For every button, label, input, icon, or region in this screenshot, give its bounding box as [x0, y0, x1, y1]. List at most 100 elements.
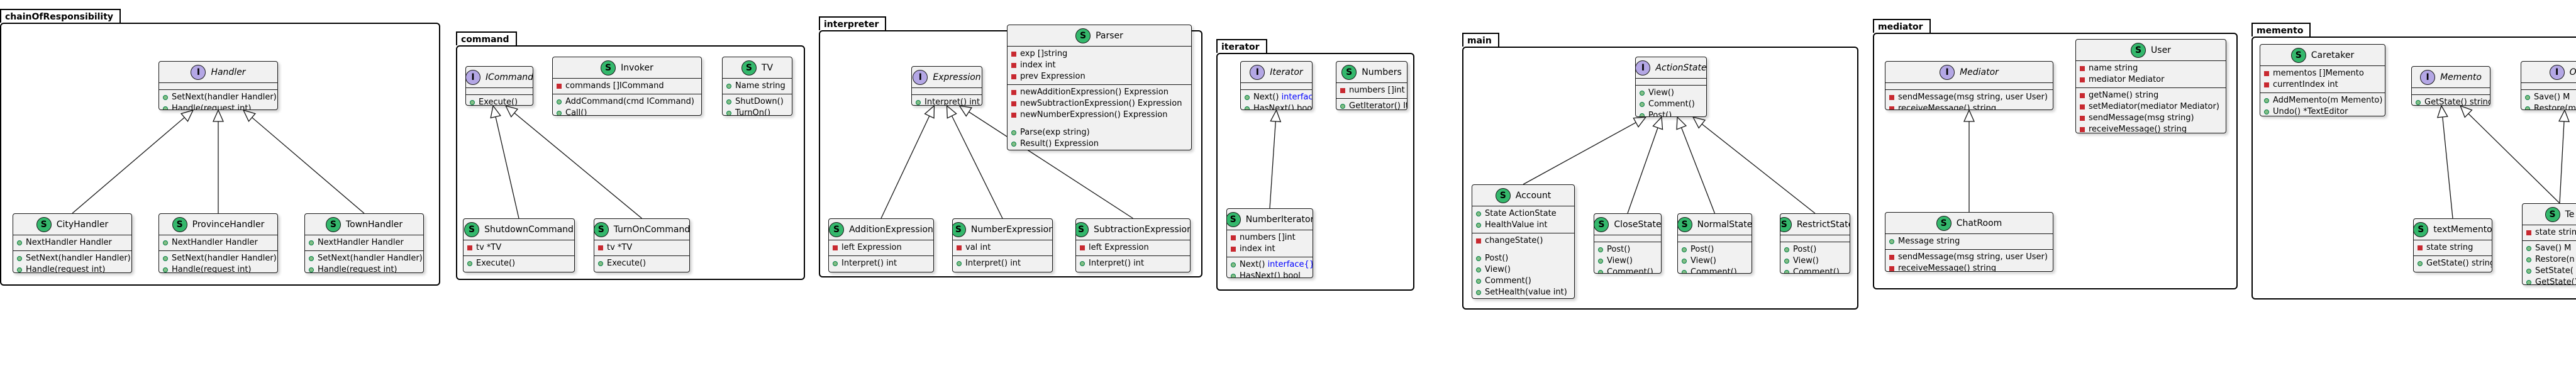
struct-badge-icon: S	[594, 221, 609, 237]
struct-badge-icon: S	[601, 60, 616, 76]
method-row: Post()	[1476, 253, 1569, 264]
field-row: HealthValue int	[1476, 220, 1569, 231]
member-text: Handle(request int)	[172, 265, 252, 273]
public-visibility-icon	[1598, 270, 1603, 273]
member-text: Message string	[1898, 237, 1960, 246]
public-visibility-icon	[1476, 223, 1481, 228]
public-visibility-icon	[1011, 142, 1016, 147]
member-text: SetNext(handler Handler)	[172, 92, 277, 102]
methods-section: Execute()	[594, 256, 689, 271]
class-name: NumberIterator	[1245, 214, 1313, 225]
method-row: HasNext() bool	[1231, 271, 1307, 277]
interface-badge-icon: I	[1636, 60, 1651, 76]
member-text: Handle(request int)	[26, 265, 106, 273]
field-row: val int	[957, 242, 1047, 254]
field-row: NextHandler Handler	[309, 237, 418, 249]
type-link[interactable]: interface{}	[1267, 260, 1313, 269]
member-text: NextHandler Handler	[172, 238, 258, 247]
public-visibility-icon	[1340, 104, 1345, 109]
member-text: GetState() string	[2426, 259, 2492, 268]
methods-section: Interpret() int	[912, 95, 982, 105]
method-row: Interpret() int	[957, 258, 1047, 269]
public-visibility-icon	[467, 261, 472, 266]
member-text: numbers []int	[1240, 233, 1296, 242]
struct-badge-icon: S	[36, 216, 52, 232]
public-visibility-icon	[557, 111, 562, 115]
class-name: NumberExpression	[970, 224, 1053, 235]
field-row: left Expression	[833, 242, 928, 254]
type-link[interactable]: interface{}	[1281, 92, 1313, 102]
member-text: name string	[2089, 64, 2138, 73]
member-text: mementos []Memento	[2273, 69, 2364, 78]
field-row: commands []ICommand	[557, 81, 696, 92]
public-visibility-icon	[957, 261, 962, 266]
public-visibility-icon	[2525, 106, 2530, 109]
methods-section: sendMessage(msg string, user User)receiv…	[1885, 250, 2053, 271]
struct-badge-icon: S	[1594, 216, 1609, 232]
member-text: newSubtractionExpression() Expression	[1020, 99, 1182, 108]
member-text: TurnOn()	[735, 108, 771, 116]
method-row: Next() interface{}	[1245, 92, 1312, 103]
fields-section: val int	[953, 240, 1052, 256]
struct-badge-icon: S	[2414, 221, 2429, 237]
field-row: exp []string	[1011, 48, 1186, 60]
class-name: CityHandler	[56, 219, 109, 230]
method-row: View()	[1784, 255, 1845, 267]
struct-badge-icon: S	[464, 221, 480, 237]
member-text: Save() M	[2534, 92, 2570, 102]
struct-badge-icon: S	[1936, 215, 1951, 231]
public-visibility-icon	[2526, 269, 2531, 274]
fields-section: state strin	[2523, 225, 2576, 241]
field-row: Message string	[1889, 236, 2048, 247]
member-text: commands []ICommand	[565, 81, 664, 91]
fields-section	[1678, 235, 1752, 242]
public-visibility-icon	[1682, 247, 1687, 252]
method-row: getName() string	[2080, 90, 2221, 101]
method-row: receiveMessage() string	[2080, 124, 2221, 133]
member-text: Comment()	[1485, 276, 1531, 286]
fields-section: left Expression	[1076, 240, 1190, 256]
public-visibility-icon	[1476, 279, 1481, 284]
method-row: Handle(request int)	[17, 264, 126, 273]
fields-section: numbers []int	[1336, 83, 1407, 99]
member-text: State ActionState	[1485, 209, 1557, 218]
private-visibility-icon	[1011, 101, 1016, 106]
fields-section	[1885, 83, 2053, 90]
